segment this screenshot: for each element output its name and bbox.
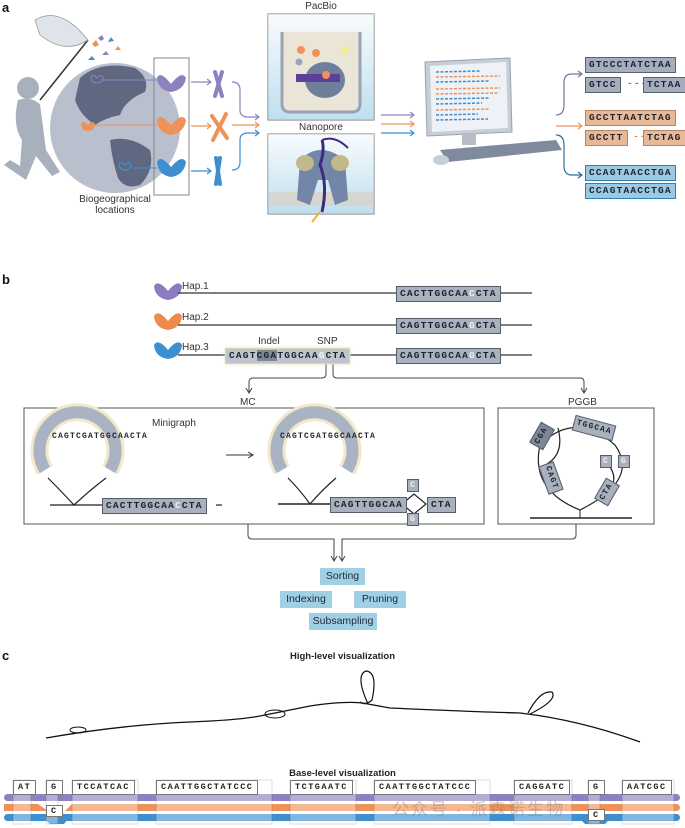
mc-ref-sequence: CACTTGGCAACCTA	[102, 498, 207, 514]
butterfly-blue-icon	[157, 158, 186, 177]
map-butterfly-blue-icon	[118, 161, 132, 171]
base-segment-6: CAATTGGCTATCCC	[374, 780, 477, 795]
butterfly-box	[153, 57, 190, 196]
process-pruning: Pruning	[354, 591, 406, 608]
panel-label-a: a	[2, 0, 10, 15]
butterfly-orange-icon	[157, 116, 186, 135]
process-sorting: Sorting	[320, 568, 365, 585]
base-segment-9: AATCGC	[622, 780, 672, 795]
hap3-sequence: CAGTTGGCAAGCTA	[396, 348, 501, 364]
panel-label-b: b	[2, 272, 10, 287]
butterfly-purple-icon	[157, 75, 186, 92]
read-seq-2-left: GTCC	[585, 77, 621, 93]
read-seq-3: GCCTTAATCTAG	[585, 110, 676, 126]
mc-snp-top: C	[407, 479, 420, 492]
pggb-label: PGGB	[568, 397, 597, 408]
hap2-sequence: CAGTTGGCAAGCTA	[396, 318, 501, 334]
hap1-butterfly-icon	[154, 283, 182, 300]
loop-sequence-left: CAGTCGATGGCAACTA	[52, 432, 149, 441]
child-silhouette	[4, 77, 60, 180]
chromosome-purple-icon	[213, 70, 224, 98]
hap3-variant-sequence: CAGTCGATGGCAAGCTA	[225, 348, 351, 364]
pggb-node-g: G	[618, 455, 631, 468]
hap2-butterfly-icon	[154, 313, 182, 330]
flying-butterflies	[88, 35, 121, 60]
base-level-title: Base-level visualization	[289, 768, 396, 779]
mc-label: MC	[240, 397, 256, 408]
map-butterfly-orange-icon	[81, 122, 95, 131]
panel-a-graphics	[4, 13, 583, 223]
read-seq-4-gap: --	[633, 131, 647, 142]
read-seq-1: GTCCCTATCTAA	[585, 57, 676, 73]
loop-large-1	[359, 670, 375, 705]
biogeographical-locations-label: Biogeographical locations	[79, 194, 151, 216]
base-segment-2: G	[46, 780, 63, 795]
high-level-title: High-level visualization	[289, 651, 396, 662]
loop-left	[33, 406, 122, 474]
base-segment-8: G	[588, 780, 605, 795]
loop-sequence-right: CAGTCGATGGCAACTA	[280, 432, 377, 441]
pacbio-title: PacBio	[305, 1, 337, 12]
net-handle	[39, 39, 89, 101]
high-level-graph-path	[45, 701, 641, 743]
read-seq-2-gap: ---	[627, 78, 648, 89]
nanopore-title: Nanopore	[299, 122, 343, 133]
read-seq-2-right: TCTAA	[643, 77, 685, 93]
mc-snp-bottom: G	[407, 513, 420, 526]
loop-small-2	[264, 709, 286, 719]
net-icon	[34, 15, 89, 47]
read-seq-5: CCAGTAACCTGA	[585, 165, 676, 181]
base-segment-5: TCTGAATC	[290, 780, 353, 795]
chromosome-blue-icon	[214, 156, 222, 186]
indel-label: Indel	[258, 336, 280, 347]
snp-bubble	[401, 493, 427, 515]
hap3-label: Hap.3	[182, 342, 209, 353]
base-segment-1: AT	[13, 780, 37, 795]
base-segment-7: CAGGATC	[514, 780, 571, 795]
hap1-sequence: CACTTGGCAACCTA	[396, 286, 501, 302]
mouse-icon	[433, 155, 449, 165]
mc-graph-sequence: CAGTTGGCAA	[330, 497, 408, 513]
keyboard-icon	[440, 140, 562, 162]
variant-base-1: C	[46, 805, 63, 817]
variant-base-2: C	[588, 809, 605, 821]
loop-small-1	[69, 726, 87, 734]
process-indexing: Indexing	[280, 591, 332, 608]
read-seq-4-left: GCCTT	[585, 130, 628, 146]
loop-large-2	[527, 691, 554, 715]
process-subsampling: Subsampling	[309, 613, 377, 630]
panel-label-c: c	[2, 648, 10, 663]
map-butterfly-purple-icon	[90, 75, 104, 84]
minigraph-label: Minigraph	[152, 418, 196, 429]
base-segment-3: TCCATCAC	[72, 780, 135, 795]
read-seq-6: CCAGTAACCTGA	[585, 183, 676, 199]
base-segment-4: CAATTGGCTATCCC	[156, 780, 259, 795]
snp-label: SNP	[317, 336, 338, 347]
hap1-label: Hap.1	[182, 281, 209, 292]
mc-graph-sequence-end: CTA	[427, 497, 456, 513]
south-america-shape	[110, 138, 152, 187]
chromosome-orange-icon	[210, 112, 229, 142]
hap2-label: Hap.2	[182, 312, 209, 323]
loop-right	[270, 406, 359, 474]
hap3-butterfly-icon	[154, 342, 182, 359]
dna-strand	[296, 74, 340, 82]
pggb-node-c: C	[600, 455, 613, 468]
computer-icon	[424, 57, 562, 165]
watermark: 公众号 · 派森诺生物	[392, 800, 566, 819]
read-seq-4-right: TCTAG	[643, 130, 685, 146]
